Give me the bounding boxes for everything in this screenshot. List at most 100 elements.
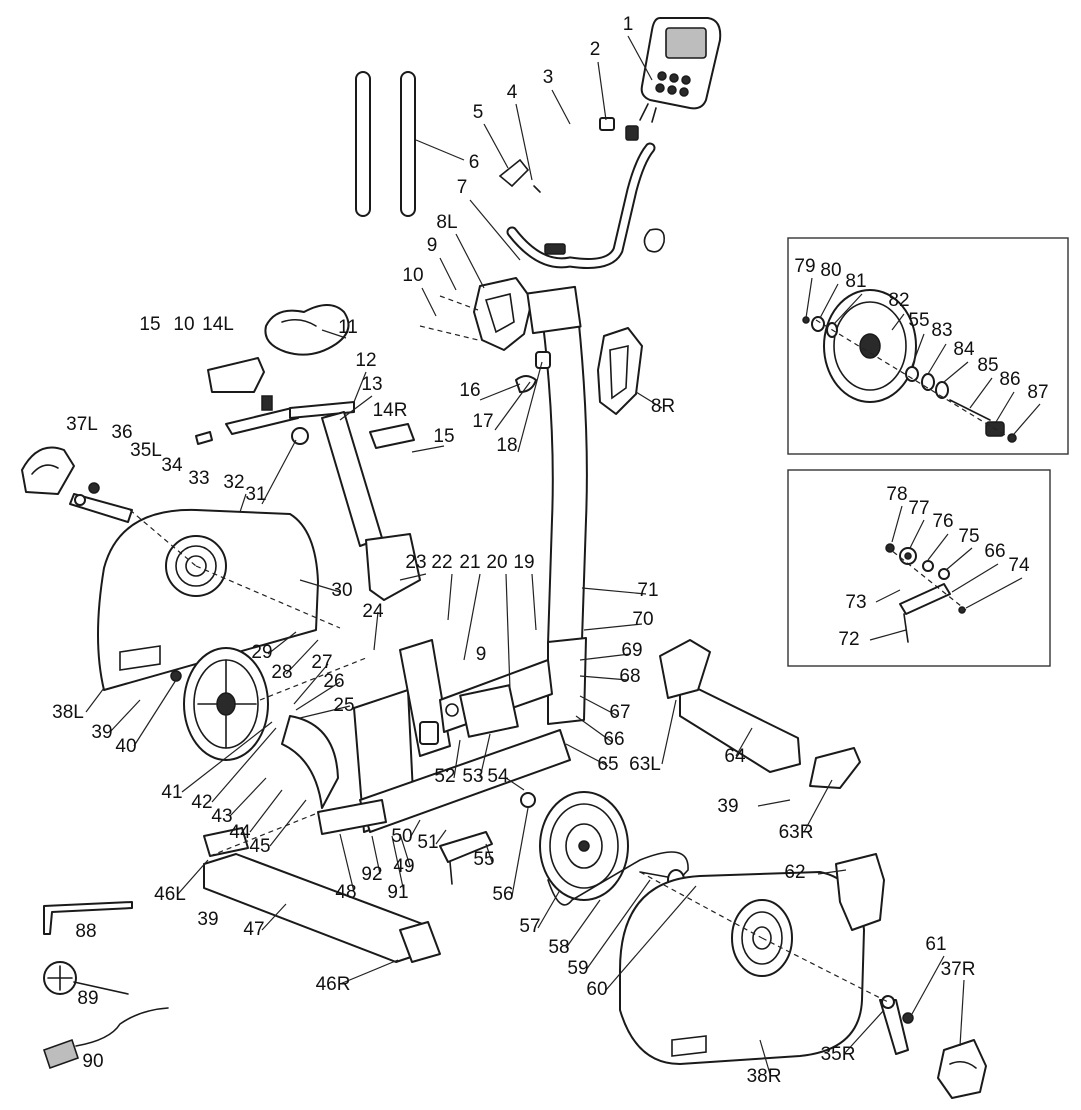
- flywheel-detail-part: [802, 289, 1017, 443]
- part-label-p39b: 39: [717, 796, 738, 817]
- part-label-p10a: 10: [402, 265, 423, 286]
- part-label-p89: 89: [77, 988, 98, 1009]
- part-label-p5: 5: [473, 102, 484, 123]
- part-label-p87: 87: [1027, 382, 1048, 403]
- part-label-p58: 58: [548, 937, 569, 958]
- belt-part: [547, 851, 689, 906]
- part-label-p76: 76: [932, 511, 953, 532]
- part-label-p91: 91: [387, 882, 408, 903]
- part-label-p73: 73: [845, 592, 866, 613]
- part-label-p8L: 8L: [436, 212, 457, 233]
- part-label-p30: 30: [331, 580, 352, 601]
- screw-part: [533, 185, 541, 193]
- part-label-p45: 45: [249, 836, 270, 857]
- part-label-p63L: 63L: [629, 754, 661, 775]
- tensioner-detail-box: [787, 469, 1051, 667]
- magnet-arc-part: [281, 715, 339, 809]
- part-label-p10b: 10: [173, 314, 194, 335]
- part-label-p7: 7: [457, 177, 468, 198]
- part-label-p43: 43: [211, 806, 232, 827]
- part-label-p81: 81: [845, 271, 866, 292]
- part-label-p42: 42: [191, 792, 212, 813]
- part-label-p40: 40: [115, 736, 136, 757]
- right-pedal-part: [937, 1039, 987, 1099]
- part-label-p64: 64: [724, 746, 746, 767]
- flywheel-detail-box: [787, 237, 1069, 455]
- seat-carriage-part: [195, 357, 415, 449]
- part-label-p85: 85: [977, 355, 998, 376]
- part-label-p37L: 37L: [66, 414, 98, 435]
- part-label-p13: 13: [361, 374, 382, 395]
- part-label-p90: 90: [82, 1051, 103, 1072]
- part-label-p69: 69: [621, 640, 642, 661]
- part-label-p3: 3: [543, 67, 554, 88]
- part-label-p18: 18: [496, 435, 517, 456]
- part-label-p52: 52: [434, 766, 455, 787]
- part-label-p19: 19: [513, 552, 534, 573]
- part-label-p6: 6: [469, 152, 480, 173]
- shroud-right-part: [597, 327, 643, 415]
- part-label-p65: 65: [597, 754, 618, 775]
- part-label-p38R: 38R: [747, 1066, 782, 1087]
- pulley-part: [539, 791, 629, 901]
- part-label-p24: 24: [362, 601, 384, 622]
- tensioner-detail-part: [885, 543, 966, 643]
- part-label-p15b: 15: [433, 426, 454, 447]
- part-label-p78: 78: [886, 484, 907, 505]
- bracket-part: [535, 351, 551, 369]
- tension-spring-part: [449, 861, 453, 885]
- part-label-p31: 31: [245, 484, 266, 505]
- part-label-p17: 17: [472, 411, 493, 432]
- part-label-p12: 12: [355, 350, 376, 371]
- part-label-p39a: 39: [91, 722, 112, 743]
- part-label-p37R: 37R: [941, 959, 976, 980]
- part-label-p35L: 35L: [130, 440, 162, 461]
- part-label-p46R: 46R: [316, 974, 351, 995]
- part-label-p49: 49: [393, 856, 414, 877]
- part-label-p77: 77: [908, 498, 929, 519]
- part-label-p50: 50: [391, 826, 412, 847]
- part-label-p80: 80: [820, 260, 841, 281]
- part-label-p39c: 39: [197, 909, 218, 930]
- part-label-p2: 2: [590, 39, 601, 60]
- part-label-p9a: 9: [427, 235, 438, 256]
- right-cover-part: [619, 853, 885, 1065]
- part-label-p48: 48: [335, 882, 356, 903]
- part-label-p28: 28: [271, 662, 292, 683]
- part-label-p88: 88: [75, 921, 96, 942]
- left-cover-part: [97, 508, 319, 691]
- shroud-left-part: [473, 277, 533, 351]
- part-label-p66a: 66: [603, 729, 624, 750]
- leader-lines: [85, 35, 1041, 1075]
- part-label-p53: 53: [462, 766, 483, 787]
- part-label-p71: 71: [637, 580, 658, 601]
- washer-part: [520, 792, 536, 808]
- tension-arm-part: [439, 831, 493, 863]
- part-label-p51: 51: [417, 832, 438, 853]
- main-frame-part: [317, 639, 571, 835]
- part-label-p34: 34: [161, 455, 183, 476]
- part-label-p36: 36: [111, 422, 132, 443]
- left-pedal-part: [21, 446, 75, 495]
- part-label-p57: 57: [519, 916, 540, 937]
- part-label-p79: 79: [794, 256, 815, 277]
- part-label-p44: 44: [229, 822, 251, 843]
- part-label-p75: 75: [958, 526, 979, 547]
- part-label-p56: 56: [492, 884, 513, 905]
- part-label-p20: 20: [486, 552, 507, 573]
- part-label-p70: 70: [632, 609, 653, 630]
- allen-key-part: [43, 901, 133, 935]
- part-label-p60: 60: [586, 979, 607, 1000]
- seat-part: [264, 304, 350, 356]
- handle-tubes-part: [355, 71, 416, 217]
- part-label-p47: 47: [243, 919, 264, 940]
- rear-stabilizer-part: [659, 639, 861, 789]
- part-label-p41: 41: [161, 782, 182, 803]
- part-label-p1: 1: [623, 14, 634, 35]
- handlebar-part: [503, 117, 666, 269]
- part-label-p22: 22: [431, 552, 452, 573]
- part-label-p38L: 38L: [52, 702, 84, 723]
- part-label-p27: 27: [311, 652, 332, 673]
- part-label-p92: 92: [361, 864, 382, 885]
